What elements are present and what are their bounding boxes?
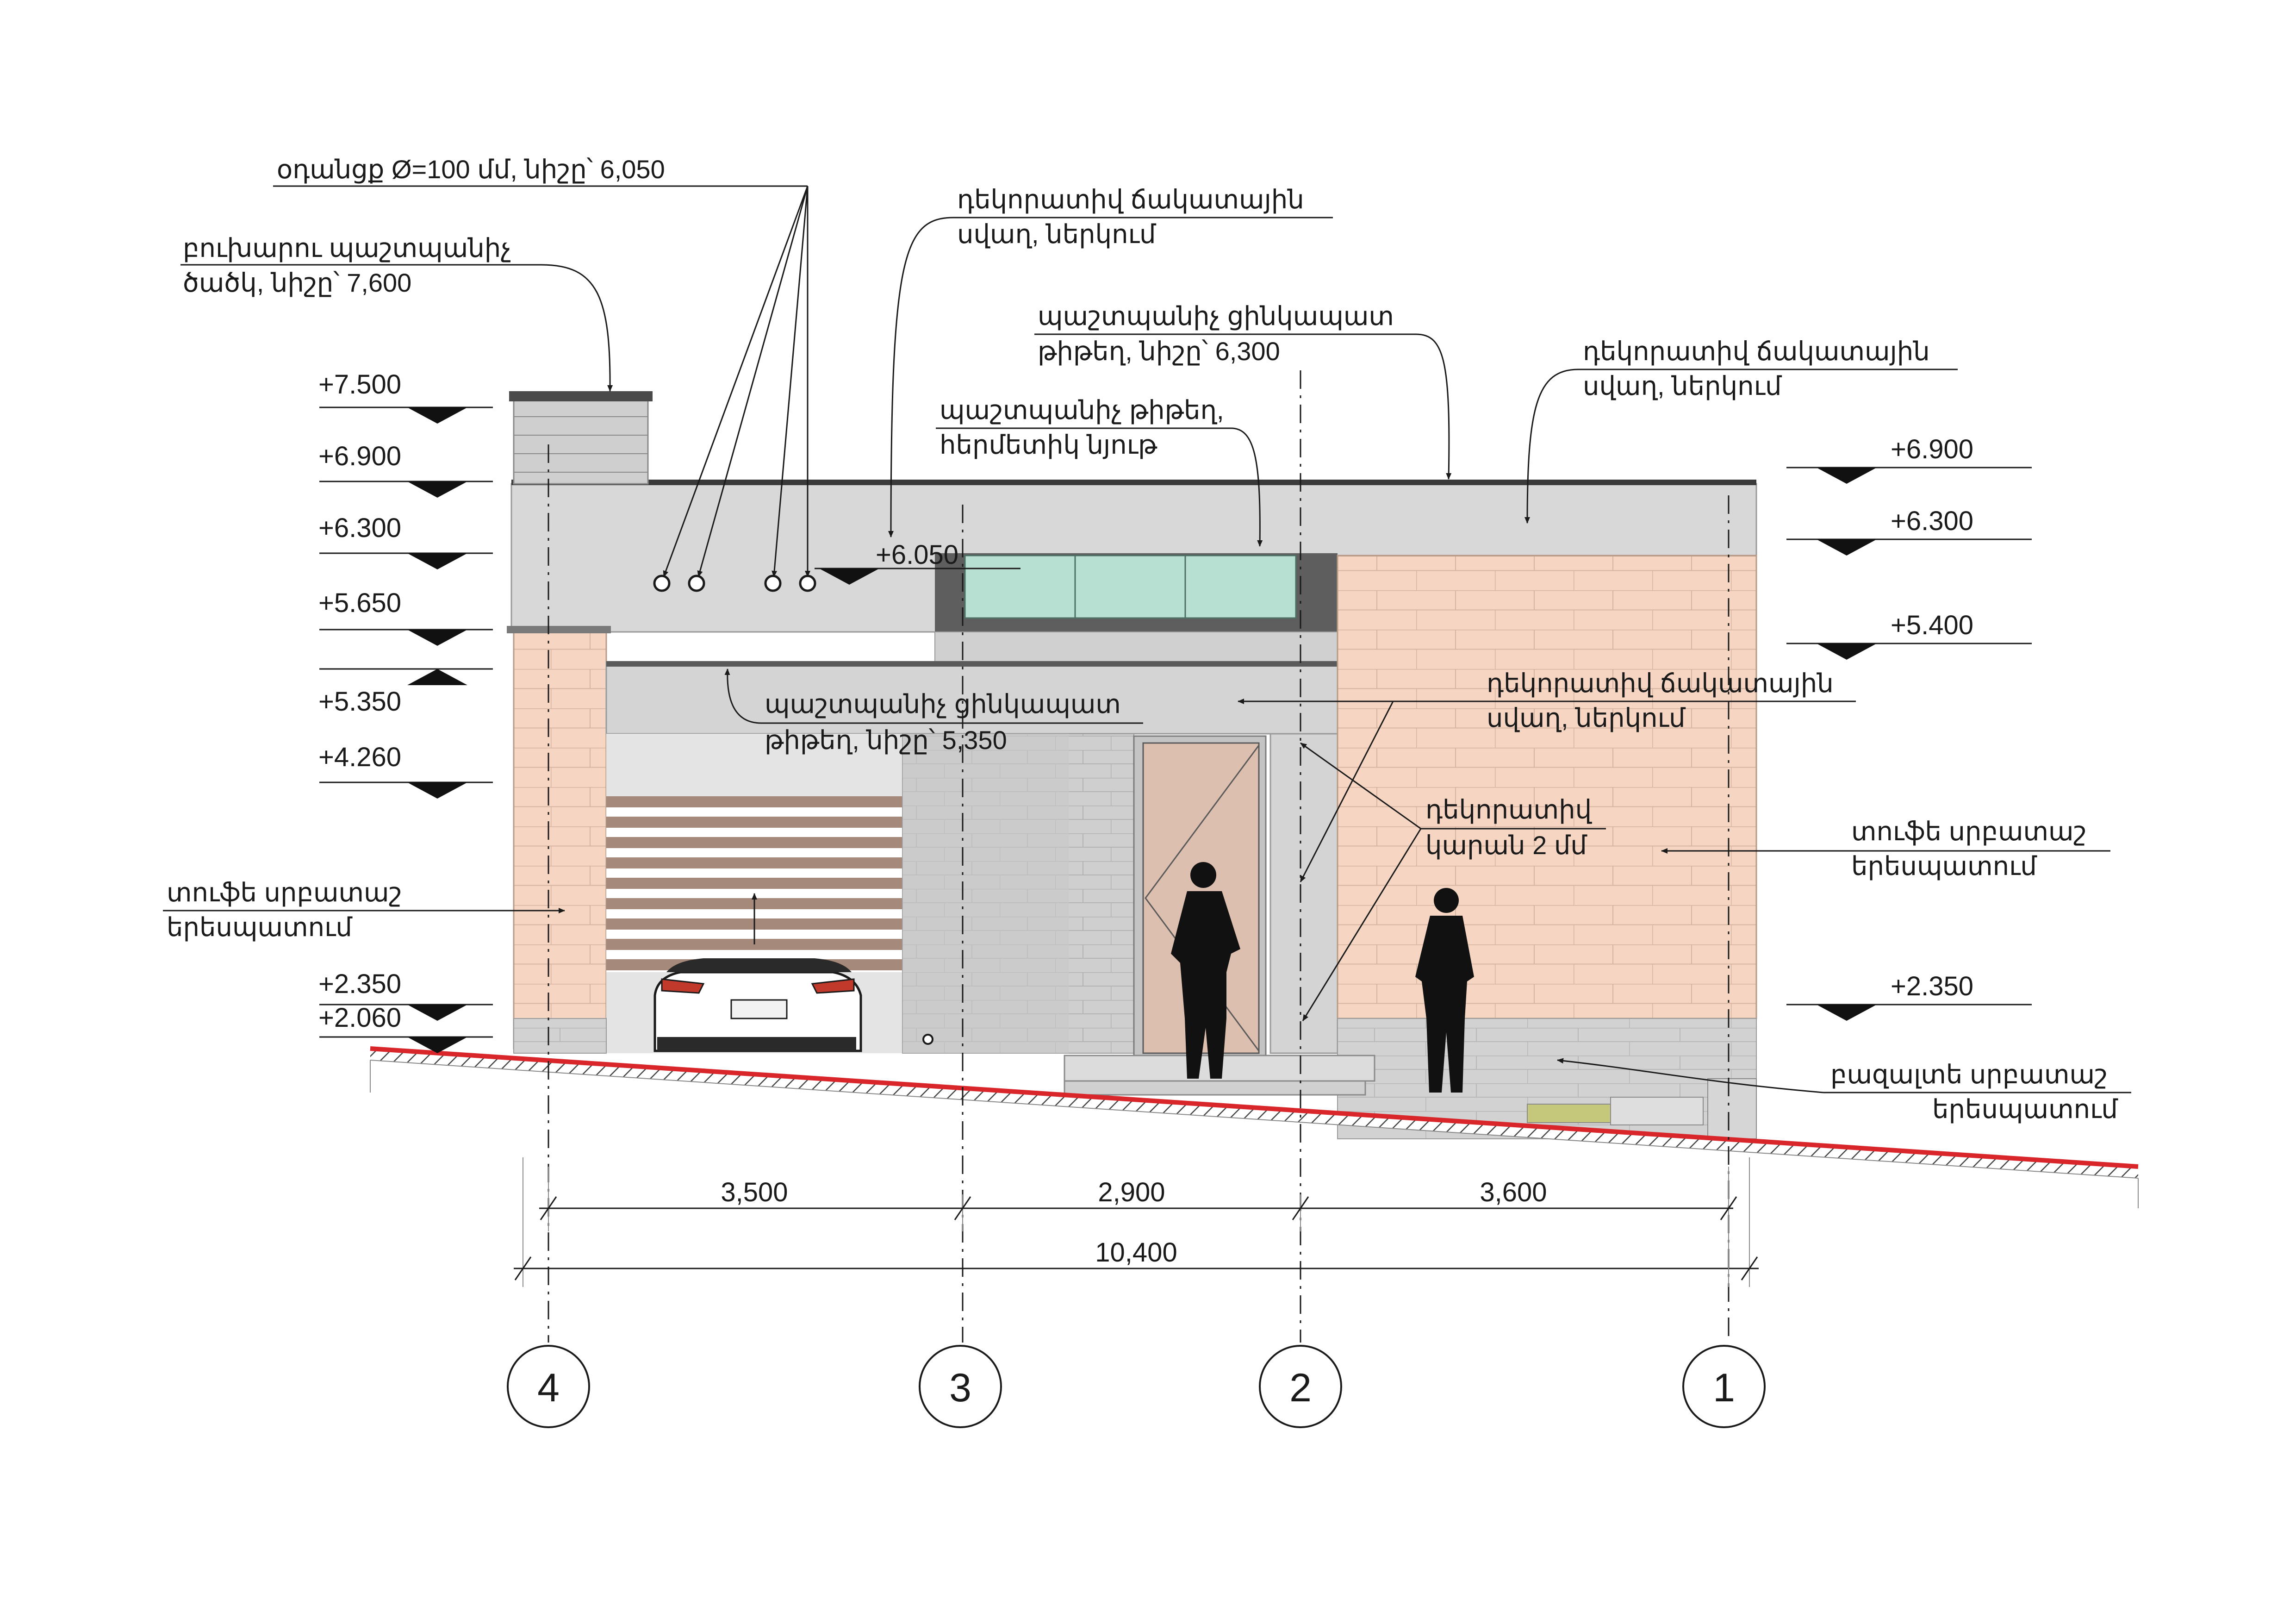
note-basalt-2: երեսպատում — [1932, 1094, 2118, 1124]
axis-bubble-4: 4 — [507, 1345, 590, 1428]
person-silhouette-standing — [1415, 888, 1474, 1093]
chimney-cap — [509, 391, 653, 401]
svg-text:4: 4 — [537, 1366, 560, 1410]
note-protective-2: հերմետիկ նյութ — [940, 430, 1157, 459]
garage-door — [606, 796, 902, 972]
level-right-6900: +6.900 — [1891, 434, 1973, 464]
level-left-7500: +7.500 — [318, 369, 401, 400]
note-tuff-right-1: տուֆե սրբատաշ — [1851, 817, 2087, 846]
canopy-slab — [605, 661, 1412, 735]
car-rear — [653, 958, 862, 1052]
svg-text:1: 1 — [1713, 1366, 1735, 1410]
note-chimney-1: բուխարու պաշտպանիչ — [183, 233, 511, 262]
note-tuff-right-2: երեսպատում — [1851, 851, 2037, 881]
level-right-2350: +2.350 — [1891, 971, 1973, 1001]
axis-bubble-3: 3 — [919, 1345, 1002, 1428]
vent-leaders — [663, 186, 810, 577]
roof-cap — [511, 480, 1756, 485]
level-right-6300: +6.300 — [1891, 506, 1973, 536]
dim-span-2-1: 3,600 — [1480, 1177, 1547, 1207]
note-chimney-2: ծածկ, նիշը՝ 7,600 — [183, 268, 411, 297]
level-left-2060: +2.060 — [318, 1003, 401, 1033]
note-tuff-left-1: տուֆե սրբատաշ — [167, 878, 402, 907]
note-zinc-top-2: թիթեղ, նիշը՝ 6,300 — [1038, 337, 1280, 366]
note-deco-c-1: դեկորատիվ ճակատային — [1487, 668, 1834, 698]
note-deco-a-2: սվաղ, ներկում — [957, 219, 1157, 249]
building — [507, 391, 1757, 1139]
level-left-6900: +6.900 — [318, 441, 401, 471]
note-vent: օդանցք Ø=100 մմ, նիշը՝ 6,050 — [277, 155, 665, 184]
level-right-5400: +5.400 — [1891, 610, 1973, 640]
dimension-lines — [514, 1157, 1759, 1287]
pilaster — [1269, 733, 1338, 1054]
note-deco-b-2: սվաղ, ներկում — [1583, 371, 1782, 400]
level-left-4260: +4.260 — [318, 742, 401, 772]
level-vent-6050: +6.050 — [876, 540, 958, 570]
person-silhouette-entering — [1171, 862, 1240, 1079]
dim-span-4-3: 3,500 — [721, 1177, 788, 1207]
skylight-glass — [964, 555, 1297, 619]
note-grooves-2: կարան 2 մմ — [1425, 831, 1587, 860]
ground — [370, 1046, 2139, 1208]
svg-text:2: 2 — [1289, 1366, 1312, 1410]
note-zinc-mid-2: թիթեղ, նիշը՝ 5,350 — [765, 725, 1007, 755]
note-zinc-top-1: պաշտպանիչ ցինկապատ — [1038, 301, 1394, 331]
dim-total: 10,400 — [1095, 1237, 1177, 1268]
right-tuff-wall — [1337, 555, 1757, 1019]
level-marks-right — [1786, 467, 2032, 1021]
note-zinc-mid-1: պաշտպանիչ ցինկապատ — [765, 689, 1121, 718]
mid-band — [934, 631, 1338, 665]
level-left-2350: +2.350 — [318, 969, 401, 999]
note-grooves-1: դեկորատիվ — [1425, 795, 1593, 824]
left-tuff-pier — [513, 631, 607, 1049]
note-deco-b-1: դեկորատիվ ճակատային — [1583, 337, 1930, 366]
level-left-5350: +5.350 — [318, 687, 401, 717]
level-left-6300: +6.300 — [318, 513, 401, 543]
axis-bubble-1: 1 — [1682, 1345, 1766, 1428]
level-left-5650: +5.650 — [318, 588, 401, 618]
dim-span-3-2: 2,900 — [1098, 1177, 1165, 1207]
note-protective-1: պաշտպանիչ թիթեղ, — [940, 395, 1224, 425]
groove-leaders — [1300, 701, 1422, 1021]
axis-bubble-2: 2 — [1259, 1345, 1342, 1428]
note-deco-c-2: սվաղ, ներկում — [1487, 703, 1686, 732]
note-basalt-1: բազալտե սրբատաշ — [1830, 1060, 2108, 1089]
chimney — [513, 397, 649, 485]
note-tuff-left-2: երեսպատում — [167, 912, 353, 942]
note-deco-a-1: դեկորատիվ ճակատային — [957, 185, 1304, 214]
svg-text:3: 3 — [949, 1366, 971, 1410]
level-marks-left — [319, 406, 493, 1053]
vent-holes — [653, 575, 816, 592]
